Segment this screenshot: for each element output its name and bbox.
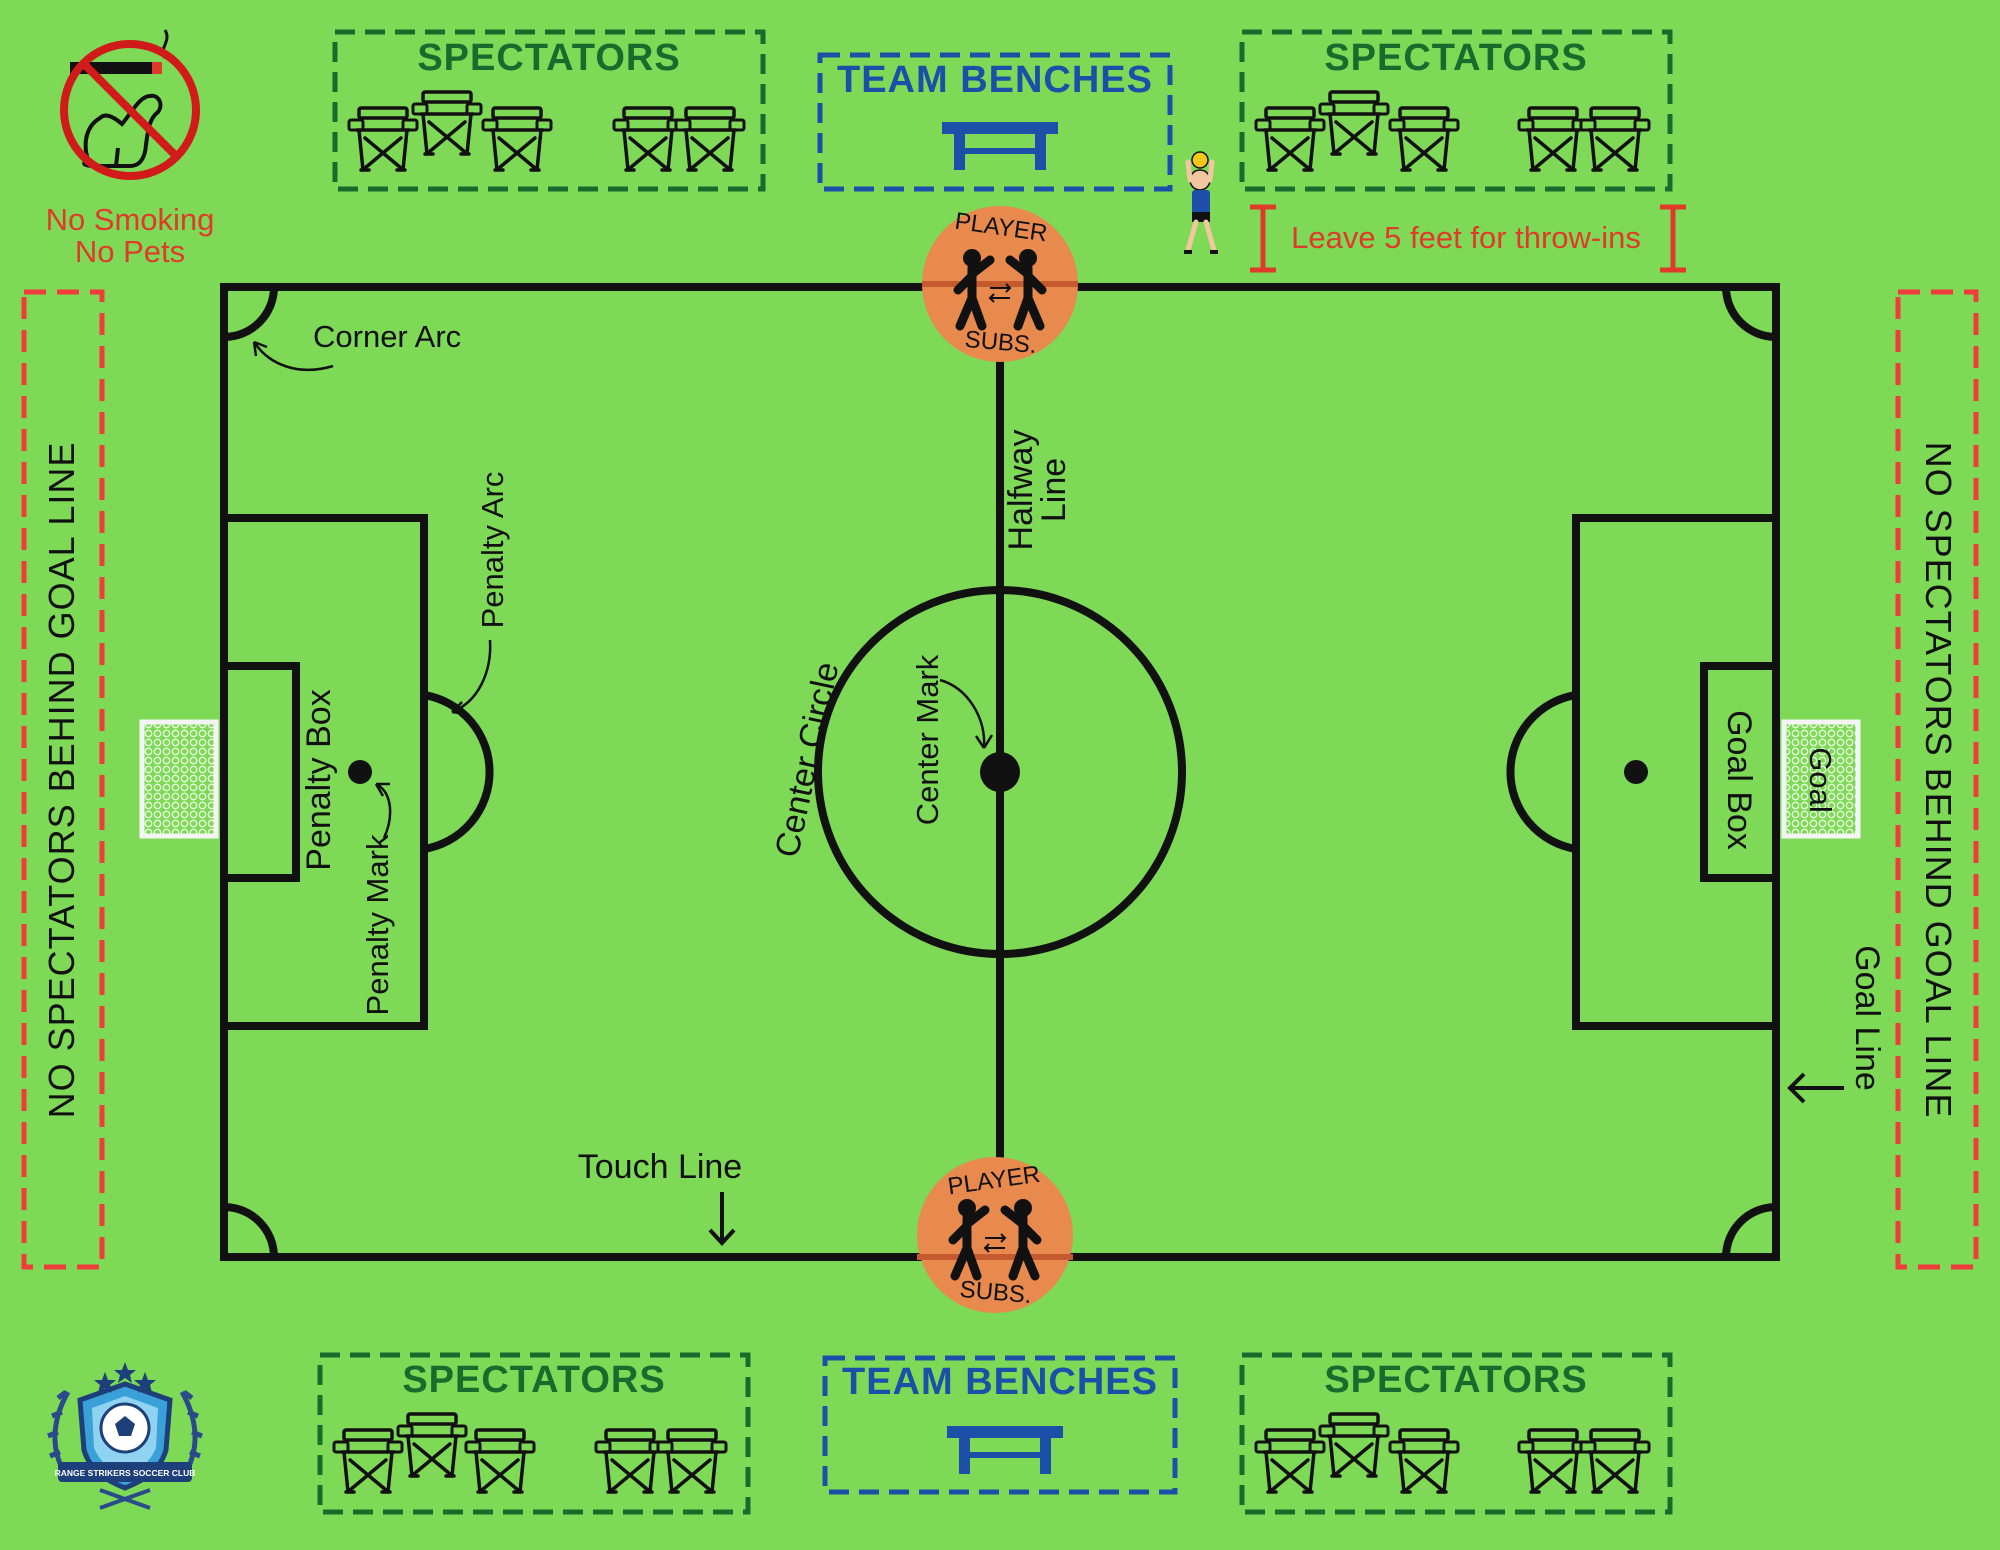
bench-icon [942,122,1058,170]
center-circle [814,586,1186,958]
penalty-arc-left [423,691,494,853]
penalty-mark-label: Penalty Mark [360,834,395,1015]
no-smoking-label: No Smoking [46,202,215,237]
penalty-mark-left [348,760,372,784]
player-subs-bottom-label: SUBS. [964,326,1038,359]
bench-icon [947,1426,1063,1474]
field-annotations: Corner Arc Penalty Arc Penalty Box Penal… [252,319,1886,1246]
prohibition-circle-icon [60,40,200,180]
penalty-mark-right [1624,760,1648,784]
dog-icon [82,93,163,168]
goal-box-right [1700,662,1780,882]
spectator-zone-top-left: SPECTATORS [332,29,766,192]
halfway-line-label-1: Halfway [1002,430,1040,551]
throw-in-player-icon [1184,151,1218,254]
club-logo-text: RANGE STRIKERS SOCCER CLUB [55,1468,196,1478]
goal-box-label: Goal Box [1720,710,1758,850]
spectators-title: SPECTATORS [1324,1359,1587,1401]
center-mark [980,752,1020,792]
corner-arc [223,1203,278,1258]
no-smoking-no-pets-sign: No Smoking No Pets [46,29,215,269]
penalty-box-label: Penalty Box [300,689,338,870]
spectators-title: SPECTATORS [402,1359,665,1401]
center-mark-label: Center Mark [910,654,945,825]
team-benches-title: TEAM BENCHES [842,1361,1158,1403]
throw-in-spacing-indicator: Leave 5 feet for throw-ins [1250,204,1686,273]
star-icon [94,1372,116,1393]
penalty-arc-right [1506,691,1577,853]
corner-arc [223,286,278,341]
team-benches-top: TEAM BENCHES [817,52,1173,192]
no-pets-label: No Pets [75,234,185,269]
team-benches-title: TEAM BENCHES [837,59,1153,101]
no-spectators-zone-left: NO SPECTATORS BEHIND GOAL LINE [21,289,105,1270]
arrow-left-icon [1787,1072,1844,1104]
goal-label: Goal [1803,747,1838,812]
goal-right [1781,719,1861,839]
club-logo: RANGE STRIKERS SOCCER CLUB [47,1362,203,1510]
penalty-arc-label: Penalty Arc [475,472,510,629]
spectator-zone-bottom-right: SPECTATORS [1239,1352,1673,1515]
team-benches-bottom: TEAM BENCHES [822,1355,1178,1495]
no-spectators-behind-goal-line-label: NO SPECTATORS BEHIND GOAL LINE [41,442,82,1119]
center-circle-label: Center Circle [768,659,846,861]
star-icon [114,1362,136,1383]
halfway-line-label-2: Line [1035,458,1073,522]
player-subs-bottom: PLAYER SUBS. [917,1157,1073,1313]
player-subs-bottom-label: SUBS. [959,1276,1033,1309]
no-spectators-zone-right: NO SPECTATORS BEHIND GOAL LINE [1895,289,1979,1270]
goal-left [139,719,219,839]
arrow-down-icon [708,1192,736,1246]
player-subs-top: PLAYER SUBS. [922,206,1078,362]
no-spectators-behind-goal-line-label: NO SPECTATORS BEHIND GOAL LINE [1918,442,1959,1119]
corner-arc [1722,1203,1777,1258]
spectators-title: SPECTATORS [417,37,680,79]
touch-line-label: Touch Line [578,1148,742,1186]
goal-box-left [220,662,300,882]
throw-in-note: Leave 5 feet for throw-ins [1291,220,1641,255]
spectators-title: SPECTATORS [1324,37,1587,79]
spectator-zone-top-right: SPECTATORS [1239,29,1673,192]
corner-arc [1722,286,1777,341]
goal-line-label: Goal Line [1848,945,1886,1091]
spectator-zone-bottom-left: SPECTATORS [317,1352,751,1515]
corner-arc-label: Corner Arc [313,319,461,354]
star-icon [134,1372,156,1393]
